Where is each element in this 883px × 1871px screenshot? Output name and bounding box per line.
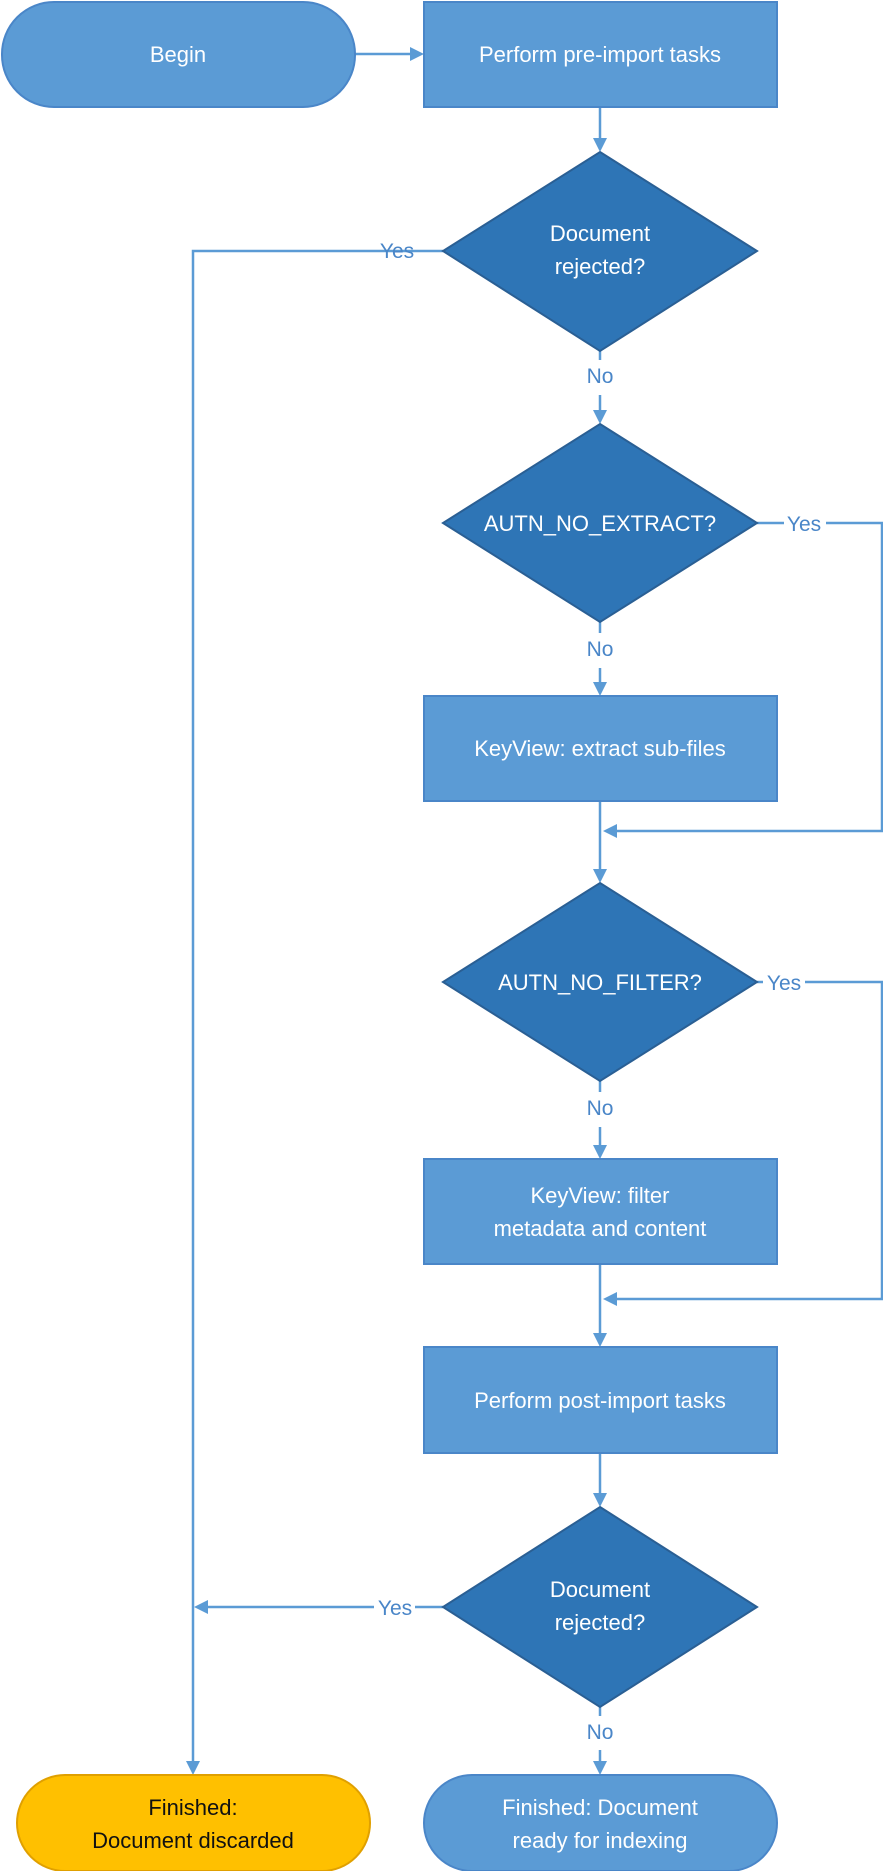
nodes: Begin Perform pre-import tasks Document …: [1, 1, 778, 1871]
edges: [186, 47, 883, 1775]
node-rejected-2-line-2: rejected?: [555, 1610, 646, 1635]
node-rejected-1: [441, 150, 759, 353]
arrowhead: [593, 1333, 607, 1347]
node-post-import: [423, 1346, 778, 1454]
node-ready: [423, 1774, 778, 1871]
node-discarded-line-2: Document discarded: [92, 1828, 294, 1853]
node-pre-import-label: Perform pre-import tasks: [479, 42, 721, 67]
edge-rejected-1-yes: [191, 249, 443, 1762]
arrowhead: [593, 1761, 607, 1775]
node-discarded-line-1: Finished:: [148, 1795, 237, 1820]
node-rejected-1-line-1: Document: [550, 221, 650, 246]
arrowhead: [593, 869, 607, 883]
node-pre-import: [423, 1, 778, 108]
node-extract: [423, 695, 778, 802]
node-rejected-2-line-1: Document: [550, 1577, 650, 1602]
node-no-filter-label: AUTN_NO_FILTER?: [498, 970, 702, 995]
arrowhead: [186, 1761, 200, 1775]
arrowhead: [410, 47, 424, 61]
node-no-extract: [441, 422, 759, 624]
edge-no-filter-yes-bypass: [617, 980, 883, 1301]
label-rejected-1-no: No: [587, 365, 614, 388]
node-post-import-label: Perform post-import tasks: [474, 1388, 726, 1413]
node-extract-label: KeyView: extract sub-files: [474, 736, 725, 761]
node-ready-line-1: Finished: Document: [502, 1795, 698, 1820]
arrowhead: [593, 1145, 607, 1159]
edge-labels: Yes No Yes No Yes No Yes No: [378, 240, 821, 1744]
arrowhead: [603, 1292, 617, 1306]
arrowhead: [194, 1600, 208, 1614]
node-filter: [423, 1158, 778, 1265]
label-no-extract-yes: Yes: [787, 513, 821, 536]
edge-no-extract-yes-bypass: [617, 521, 883, 833]
arrowhead: [593, 410, 607, 424]
node-filter-line-1: KeyView: filter: [531, 1183, 670, 1208]
node-ready-line-2: ready for indexing: [513, 1828, 688, 1853]
arrowhead: [603, 824, 617, 838]
arrowhead: [593, 682, 607, 696]
node-no-extract-label: AUTN_NO_EXTRACT?: [484, 511, 716, 536]
label-rejected-2-yes: Yes: [378, 1597, 412, 1620]
label-no-filter-no: No: [587, 1097, 614, 1120]
arrowhead: [593, 1493, 607, 1507]
node-rejected-2: [441, 1505, 759, 1709]
node-begin-label: Begin: [150, 42, 206, 67]
node-no-filter: [441, 881, 759, 1083]
arrowhead: [593, 138, 607, 152]
label-rejected-2-no: No: [587, 1721, 614, 1744]
node-filter-line-2: metadata and content: [494, 1216, 707, 1241]
label-rejected-1-yes: Yes: [380, 240, 414, 263]
node-begin: [1, 1, 356, 108]
node-rejected-1-line-2: rejected?: [555, 254, 646, 279]
label-no-extract-no: No: [587, 638, 614, 661]
label-no-filter-yes: Yes: [767, 972, 801, 995]
node-discarded: [16, 1774, 371, 1871]
